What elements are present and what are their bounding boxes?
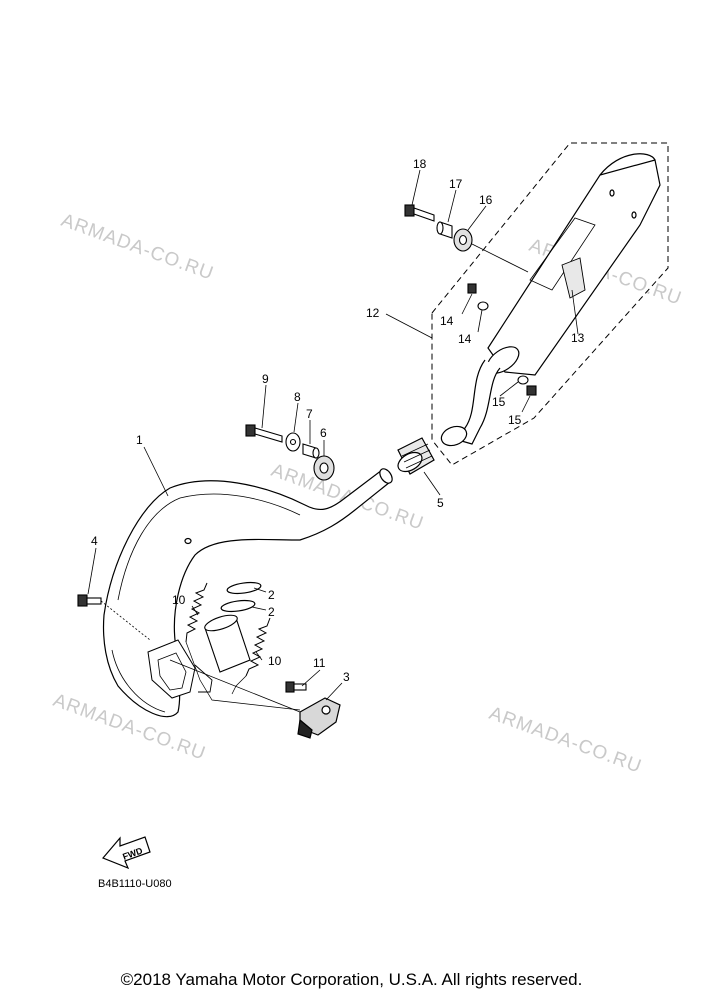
- callout-2-lower: 2: [268, 605, 275, 619]
- exhaust-pipe: [102, 468, 393, 718]
- fwd-arrow-icon: FWD: [102, 836, 151, 870]
- bolt-18: [404, 204, 415, 217]
- gasket-upper: [226, 581, 262, 595]
- manifold-joint: [204, 614, 251, 673]
- diagram-code: B4B1110-U080: [98, 878, 172, 890]
- callout-9: 9: [262, 372, 269, 386]
- callout-2-upper: 2: [268, 588, 275, 602]
- callout-5: 5: [437, 496, 444, 510]
- watermark-5: ARMADA-CO.RU: [486, 703, 644, 778]
- spring-right: [245, 617, 271, 677]
- exhaust-bracket: [297, 697, 341, 739]
- callout-17: 17: [449, 177, 463, 191]
- callout-12: 12: [366, 306, 380, 320]
- callout-8: 8: [294, 390, 301, 404]
- muffler-assembly-dashed-boundary: [431, 142, 669, 466]
- leader-lines: [87, 169, 579, 701]
- callout-15-lower: 15: [492, 395, 506, 409]
- bolt-11: [285, 681, 307, 693]
- callout-3: 3: [343, 670, 350, 684]
- callout-6: 6: [320, 426, 327, 440]
- callout-11: 11: [313, 656, 326, 670]
- watermark-4: ARMADA-CO.RU: [50, 690, 208, 765]
- bolt-14-lower: [526, 385, 537, 396]
- callout-numbers: 1 2 2 3 4 5 6 7 8 9 10 10 11 12 13 14 14…: [91, 157, 585, 684]
- callout-13: 13: [571, 331, 585, 345]
- gaskets: [220, 581, 262, 613]
- bracket-leader-dotted: [169, 659, 301, 713]
- muffler: [440, 153, 661, 447]
- mount-hardware: [245, 424, 335, 481]
- callout-1: 1: [136, 433, 143, 447]
- copyright-notice: ©2018 Yamaha Motor Corporation, U.S.A. A…: [120, 970, 583, 989]
- joint-sleeve-5: [397, 437, 435, 475]
- callout-18: 18: [413, 157, 427, 171]
- callout-10-left: 10: [172, 593, 186, 607]
- callout-4: 4: [91, 534, 98, 548]
- callout-7: 7: [306, 407, 313, 421]
- washer-15-lower: [517, 375, 529, 385]
- muffler-hardware: [404, 204, 537, 396]
- callout-15-upper: 14: [458, 332, 472, 346]
- callout-10-right: 10: [268, 654, 282, 668]
- washer-15-upper: [477, 301, 489, 311]
- gasket-lower: [220, 599, 256, 613]
- bolt-4: [77, 594, 102, 607]
- callout-14-lower: 15: [508, 413, 522, 427]
- bolt-9: [245, 424, 256, 437]
- callout-14-upper: 14: [440, 314, 454, 328]
- bolt-14-upper: [467, 283, 477, 294]
- bolt-4-leader-dotted: [100, 600, 151, 641]
- watermark-1: ARMADA-CO.RU: [58, 210, 216, 285]
- callout-16: 16: [479, 193, 493, 207]
